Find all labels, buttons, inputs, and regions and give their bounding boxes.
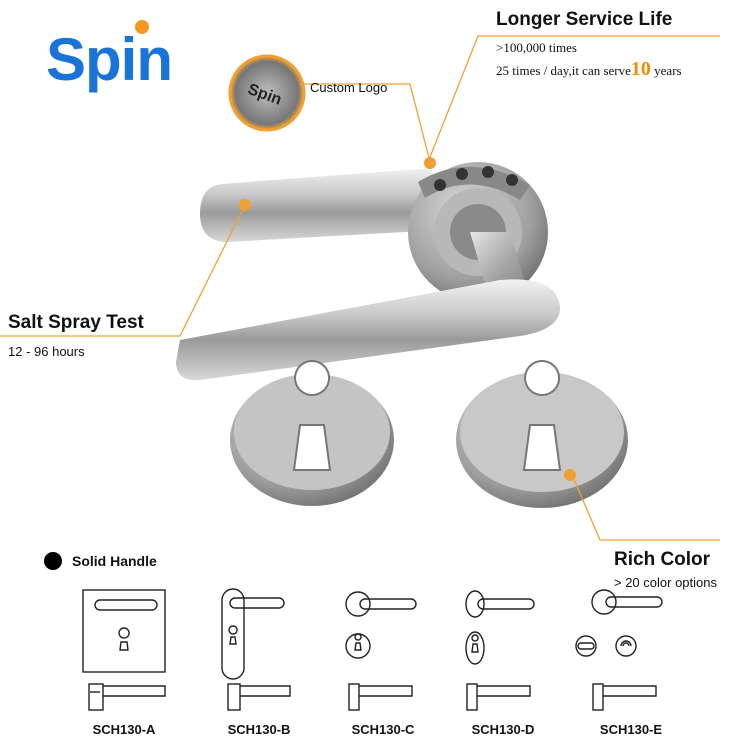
longer-life-line2-suffix: years — [654, 63, 682, 78]
rich-color-title: Rich Color — [614, 549, 711, 570]
callout-lines — [0, 35, 720, 541]
marker-dot — [564, 469, 576, 481]
variant-label: SCH130-C — [351, 722, 415, 737]
marker-dot — [239, 199, 251, 211]
right-escutcheon-icon — [456, 360, 628, 508]
section-title: Solid Handle — [72, 553, 157, 569]
longer-life-line2: 25 times / day,it can serve10 years — [496, 58, 682, 81]
salt-spray-sub: 12 - 96 hours — [8, 344, 85, 359]
square-plate-handle-icon — [82, 589, 166, 711]
custom-logo-bubble-icon: Spin — [228, 54, 306, 132]
variant-drawings — [82, 588, 663, 711]
brand-logo: Spin — [46, 20, 173, 90]
logo-dot — [135, 20, 149, 34]
round-rose-handle-icon — [345, 591, 417, 711]
left-escutcheon-icon — [230, 360, 394, 506]
bullet-icon — [44, 552, 62, 570]
variant-label: SCH130-A — [92, 722, 156, 737]
marker-dot — [424, 157, 436, 169]
product-photo: Spin — [0, 35, 720, 541]
bathroom-rose-handle-icon — [575, 589, 663, 711]
custom-logo-label: Custom Logo — [310, 80, 388, 95]
longer-life-callout: Longer Service Life — [496, 9, 672, 31]
rich-color-sub: > 20 color options — [614, 575, 717, 590]
longer-life-line1: >100,000 times — [496, 40, 577, 55]
variant-label: SCH130-D — [471, 722, 535, 737]
salt-spray-title: Salt Spray Test — [8, 312, 144, 333]
longer-life-number: 10 — [630, 58, 651, 80]
longer-life-line2-prefix: 25 times / day,it can serve — [496, 63, 631, 78]
long-plate-handle-icon — [221, 588, 291, 711]
variant-label: SCH130-E — [599, 722, 663, 737]
brand-name: Spin — [46, 26, 173, 93]
lower-handle-icon — [176, 279, 560, 381]
oval-rose-handle-icon — [465, 590, 535, 711]
variant-label: SCH130-B — [227, 722, 291, 737]
longer-life-title: Longer Service Life — [496, 9, 673, 30]
